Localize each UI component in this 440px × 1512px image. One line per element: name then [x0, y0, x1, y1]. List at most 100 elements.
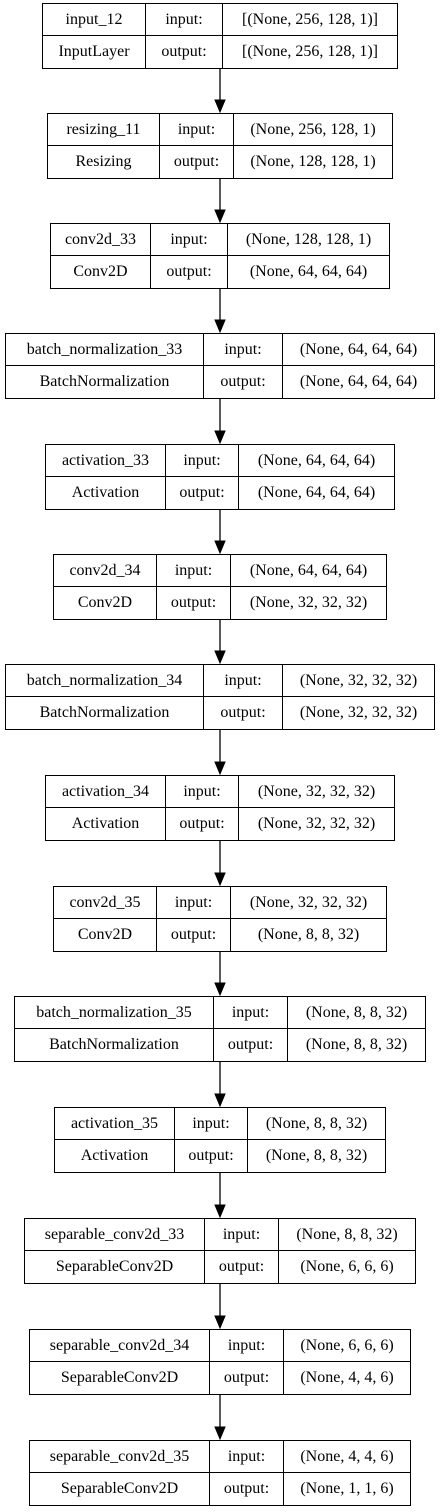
- input-label: input:: [146, 4, 223, 36]
- layer-name: conv2d_34: [54, 555, 157, 587]
- output-label: output:: [210, 1362, 284, 1394]
- input-shape: (None, 8, 8, 32): [288, 997, 425, 1029]
- layer-node-resizing-11: resizing_11 input: (None, 256, 128, 1) R…: [47, 113, 393, 179]
- layer-name: batch_normalization_35: [15, 997, 214, 1029]
- input-shape: (None, 64, 64, 64): [231, 555, 386, 587]
- arrowhead-icon: [214, 1315, 226, 1330]
- output-label: output:: [166, 808, 239, 840]
- output-shape: (None, 6, 6, 6): [300, 1258, 394, 1275]
- input-label: input:: [205, 1219, 279, 1251]
- output-shape: (None, 32, 32, 32): [299, 704, 418, 721]
- layer-name: resizing_11: [48, 114, 160, 146]
- output-label: output:: [151, 256, 228, 288]
- output-shape: (None, 64, 64, 64): [249, 263, 368, 280]
- arrowhead-icon: [214, 1204, 226, 1219]
- layer-type: BatchNormalization: [6, 697, 204, 729]
- layer-name: activation_33: [46, 445, 166, 477]
- layer-node-batch-normalization-34: batch_normalization_34 input: (None, 32,…: [5, 664, 435, 730]
- output-label: output:: [166, 477, 239, 509]
- input-label: input:: [166, 445, 239, 477]
- layer-type: Resizing: [48, 146, 160, 178]
- input-shape: (None, 6, 6, 6): [284, 1330, 410, 1362]
- arrowhead-icon: [214, 430, 226, 445]
- output-shape: (None, 4, 4, 6): [300, 1369, 394, 1386]
- arrowhead-icon: [214, 319, 226, 334]
- output-label: output:: [160, 146, 234, 178]
- input-label: input:: [157, 887, 231, 919]
- input-label: input:: [151, 224, 228, 256]
- layer-type: Activation: [55, 1140, 175, 1172]
- input-shape: (None, 8, 8, 32): [279, 1219, 415, 1251]
- output-shape: (None, 1, 1, 6): [300, 1480, 394, 1497]
- output-label: output:: [157, 919, 231, 951]
- output-label: output:: [204, 697, 283, 729]
- arrowhead-icon: [214, 982, 226, 997]
- layer-type: BatchNormalization: [6, 366, 204, 398]
- layer-name: activation_34: [46, 776, 166, 808]
- layer-node-activation-35: activation_35 input: (None, 8, 8, 32) Ac…: [54, 1107, 386, 1173]
- output-shape: (None, 64, 64, 64): [299, 373, 418, 390]
- layer-name: separable_conv2d_34: [30, 1330, 210, 1362]
- input-shape: (None, 64, 64, 64): [239, 445, 394, 477]
- input-label: input:: [204, 334, 283, 366]
- output-shape: (None, 8, 8, 32): [305, 1036, 408, 1053]
- layer-name: input_12: [43, 4, 146, 36]
- input-label: input:: [210, 1441, 284, 1473]
- layer-node-activation-34: activation_34 input: (None, 32, 32, 32) …: [45, 775, 395, 841]
- layer-type: Conv2D: [54, 587, 157, 619]
- layer-name: conv2d_35: [54, 887, 157, 919]
- arrowhead-icon: [214, 209, 226, 224]
- input-label: input:: [160, 114, 234, 146]
- layer-name: conv2d_33: [51, 224, 151, 256]
- input-label: input:: [204, 665, 283, 697]
- input-shape: (None, 128, 128, 1): [228, 224, 389, 256]
- arrowhead-icon: [214, 761, 226, 776]
- output-shape: (None, 8, 8, 32): [265, 1147, 368, 1164]
- layer-type: SeparableConv2D: [30, 1362, 210, 1394]
- output-label: output:: [175, 1140, 248, 1172]
- layer-name: separable_conv2d_35: [30, 1441, 210, 1473]
- arrowhead-icon: [214, 872, 226, 887]
- layer-type: Activation: [46, 477, 166, 509]
- input-shape: (None, 4, 4, 6): [284, 1441, 410, 1473]
- layer-name: batch_normalization_34: [6, 665, 204, 697]
- input-shape: (None, 8, 8, 32): [248, 1108, 385, 1140]
- output-shape: (None, 32, 32, 32): [249, 594, 368, 611]
- layer-name: activation_35: [55, 1108, 175, 1140]
- output-shape: [(None, 256, 128, 1)]: [242, 43, 378, 60]
- layer-name: batch_normalization_33: [6, 334, 204, 366]
- output-label: output:: [205, 1251, 279, 1283]
- arrowhead-icon: [214, 1093, 226, 1108]
- layer-type: SeparableConv2D: [25, 1251, 205, 1283]
- output-shape: (None, 32, 32, 32): [257, 815, 376, 832]
- layer-node-activation-33: activation_33 input: (None, 64, 64, 64) …: [45, 444, 395, 510]
- layer-type: Activation: [46, 808, 166, 840]
- layer-node-separable-conv2d-34: separable_conv2d_34 input: (None, 6, 6, …: [29, 1329, 411, 1395]
- output-shape: (None, 64, 64, 64): [257, 484, 376, 501]
- input-shape: (None, 256, 128, 1): [234, 114, 392, 146]
- input-shape: (None, 64, 64, 64): [283, 334, 434, 366]
- input-label: input:: [214, 997, 288, 1029]
- input-label: input:: [157, 555, 231, 587]
- input-shape: (None, 32, 32, 32): [231, 887, 386, 919]
- layer-node-batch-normalization-33: batch_normalization_33 input: (None, 64,…: [5, 333, 435, 399]
- layer-node-conv2d-33: conv2d_33 input: (None, 128, 128, 1) Con…: [50, 223, 390, 289]
- arrowhead-icon: [214, 650, 226, 665]
- output-label: output:: [210, 1473, 284, 1505]
- input-shape: (None, 32, 32, 32): [283, 665, 434, 697]
- layer-node-conv2d-35: conv2d_35 input: (None, 32, 32, 32) Conv…: [53, 886, 387, 952]
- layer-node-separable-conv2d-35: separable_conv2d_35 input: (None, 4, 4, …: [29, 1440, 411, 1506]
- layer-type: Conv2D: [51, 256, 151, 288]
- arrowhead-icon: [214, 99, 226, 114]
- output-label: output:: [214, 1029, 288, 1061]
- input-label: input:: [175, 1108, 248, 1140]
- output-label: output:: [204, 366, 283, 398]
- layer-node-conv2d-34: conv2d_34 input: (None, 64, 64, 64) Conv…: [53, 554, 387, 620]
- input-shape: [(None, 256, 128, 1)]: [223, 4, 397, 36]
- output-label: output:: [157, 587, 231, 619]
- output-label: output:: [146, 36, 223, 68]
- output-shape: (None, 8, 8, 32): [257, 926, 360, 943]
- input-shape: (None, 32, 32, 32): [239, 776, 394, 808]
